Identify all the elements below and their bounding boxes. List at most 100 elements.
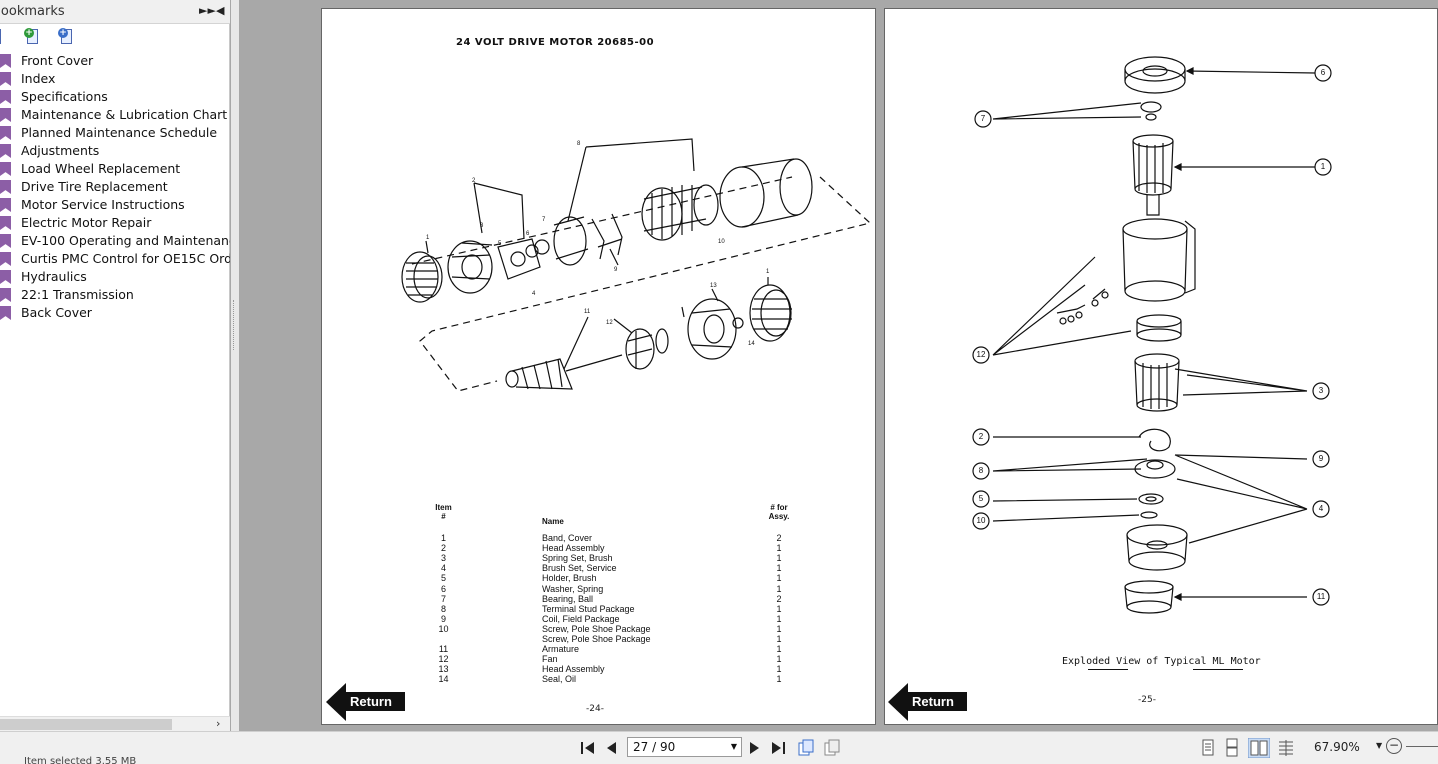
part-armature bbox=[1132, 134, 1174, 216]
cell-name: Band, Cover bbox=[542, 533, 593, 543]
bookmark-icon bbox=[0, 288, 11, 302]
scroll-mode-icon[interactable] bbox=[1276, 738, 1296, 758]
page-number: -25- bbox=[1138, 695, 1156, 705]
head-assembly bbox=[447, 240, 493, 294]
bookmark-item[interactable]: Specifications bbox=[0, 88, 230, 106]
cell-item: 5 bbox=[440, 573, 446, 584]
cell-item: 14 bbox=[438, 674, 449, 685]
continuous-page-icon[interactable] bbox=[1224, 738, 1240, 758]
cell-name: Fan bbox=[542, 654, 558, 665]
page-number-field[interactable]: 27 / 90 ▼ bbox=[627, 737, 742, 757]
cell-qty: 2 bbox=[776, 593, 782, 604]
bookmark-label: Index bbox=[21, 71, 56, 86]
cell-name: Armature bbox=[542, 644, 580, 655]
single-page-icon[interactable] bbox=[1200, 738, 1216, 758]
bookmark-item[interactable]: Drive Tire Replacement bbox=[0, 178, 230, 196]
bookmark-label: Back Cover bbox=[21, 305, 92, 320]
return-label: Return bbox=[346, 692, 405, 711]
status-text: Item selected 3.55 MB bbox=[24, 756, 137, 764]
bookmark-label: EV-100 Operating and Maintenance Ir bbox=[21, 233, 230, 248]
svg-text:7: 7 bbox=[542, 217, 546, 223]
part-cover-band bbox=[1136, 314, 1182, 342]
cell-item: 3 bbox=[440, 553, 446, 564]
bottom-toolbar: Item selected 3.55 MB 27 / 90 ▼ 67.90% ▼… bbox=[0, 731, 1438, 764]
part-washer bbox=[1140, 511, 1158, 519]
part-bearing-5 bbox=[1138, 493, 1164, 505]
next-page-icon[interactable] bbox=[748, 738, 762, 758]
panel-splitter[interactable] bbox=[231, 0, 239, 731]
armature bbox=[505, 354, 623, 390]
svg-text:1: 1 bbox=[766, 269, 770, 275]
last-page-icon[interactable] bbox=[770, 738, 786, 758]
bookmark-item[interactable]: Hydraulics bbox=[0, 268, 230, 286]
cell-qty: 1 bbox=[776, 583, 782, 594]
rotate-page-icon[interactable] bbox=[796, 738, 816, 758]
bookmark-item[interactable]: Back Cover bbox=[0, 304, 230, 322]
svg-text:2: 2 bbox=[472, 178, 476, 184]
cell-name: Head Assembly bbox=[542, 543, 605, 554]
bookmark-item[interactable]: Curtis PMC Control for OE15C Order S bbox=[0, 250, 230, 268]
bookmark-label: Electric Motor Repair bbox=[21, 215, 152, 230]
svg-text:3: 3 bbox=[480, 223, 484, 229]
callout-number: 4 bbox=[1318, 504, 1324, 513]
chevron-down-icon[interactable]: ▼ bbox=[730, 742, 737, 751]
bookmarks-toolbar: + + bbox=[0, 25, 230, 51]
options-icon[interactable] bbox=[0, 28, 8, 46]
fit-page-icon[interactable] bbox=[822, 738, 842, 758]
bookmark-item[interactable]: 22:1 Transmission bbox=[0, 286, 230, 304]
cover-band-right bbox=[749, 284, 792, 342]
bookmark-item[interactable]: Adjustments bbox=[0, 142, 230, 160]
part-frame bbox=[1122, 218, 1196, 302]
bookmark-label: Motor Service Instructions bbox=[21, 197, 185, 212]
triangle-left-icon[interactable]: ◀ bbox=[216, 4, 225, 17]
bookmark-item[interactable]: Index bbox=[0, 70, 230, 88]
zoom-level[interactable]: 67.90% bbox=[1314, 740, 1360, 754]
bookmark-item[interactable]: Maintenance & Lubrication Chart bbox=[0, 106, 230, 124]
callout-number: 11 bbox=[1316, 592, 1326, 601]
bookmark-icon bbox=[0, 162, 11, 176]
bookmark-item[interactable]: Electric Motor Repair bbox=[0, 214, 230, 232]
bookmark-item[interactable]: Planned Maintenance Schedule bbox=[0, 124, 230, 142]
chevron-down-icon[interactable]: ▼ bbox=[1376, 741, 1383, 750]
scroll-right-icon[interactable]: › bbox=[216, 717, 221, 730]
add-child-bookmark-icon[interactable]: + bbox=[58, 28, 76, 46]
zoom-out-icon[interactable]: − bbox=[1386, 738, 1402, 754]
bookmark-label: Hydraulics bbox=[21, 269, 87, 284]
callout-number: 1 bbox=[1320, 162, 1326, 171]
field-coil bbox=[641, 184, 719, 241]
bookmark-icon bbox=[0, 198, 11, 212]
part-head-top bbox=[1124, 56, 1186, 94]
double-chevron-right-icon[interactable]: ►► bbox=[199, 4, 216, 17]
cell-item: 12 bbox=[438, 654, 449, 665]
bookmark-item[interactable]: Front Cover bbox=[0, 52, 230, 70]
bookmark-item[interactable]: EV-100 Operating and Maintenance Ir bbox=[0, 232, 230, 250]
head-assembly-lower bbox=[687, 298, 737, 360]
pdf-page-24: 24 VOLT DRIVE MOTOR 20685-00 bbox=[321, 8, 876, 725]
zoom-slider[interactable] bbox=[1406, 746, 1438, 747]
part-end-band bbox=[1124, 580, 1174, 614]
cell-item: 13 bbox=[438, 664, 449, 675]
first-page-icon[interactable] bbox=[580, 738, 596, 758]
cell-name: Bearing, Ball bbox=[542, 593, 594, 604]
cell-name: Spring Set, Brush bbox=[542, 553, 613, 564]
spring-washer bbox=[525, 244, 539, 258]
ml-motor-exploded-view bbox=[972, 56, 1332, 614]
bookmark-item[interactable]: Load Wheel Replacement bbox=[0, 160, 230, 178]
scrollbar-thumb[interactable] bbox=[0, 719, 172, 730]
cell-item: 8 bbox=[440, 603, 446, 614]
bookmark-item[interactable]: Motor Service Instructions bbox=[0, 196, 230, 214]
two-page-icon[interactable] bbox=[1248, 738, 1270, 758]
add-bookmark-icon[interactable]: + bbox=[24, 28, 42, 46]
previous-page-icon[interactable] bbox=[604, 738, 618, 758]
cell-qty: 1 bbox=[776, 623, 782, 634]
horizontal-scrollbar[interactable]: › bbox=[0, 716, 230, 731]
bookmark-label: Specifications bbox=[21, 89, 108, 104]
